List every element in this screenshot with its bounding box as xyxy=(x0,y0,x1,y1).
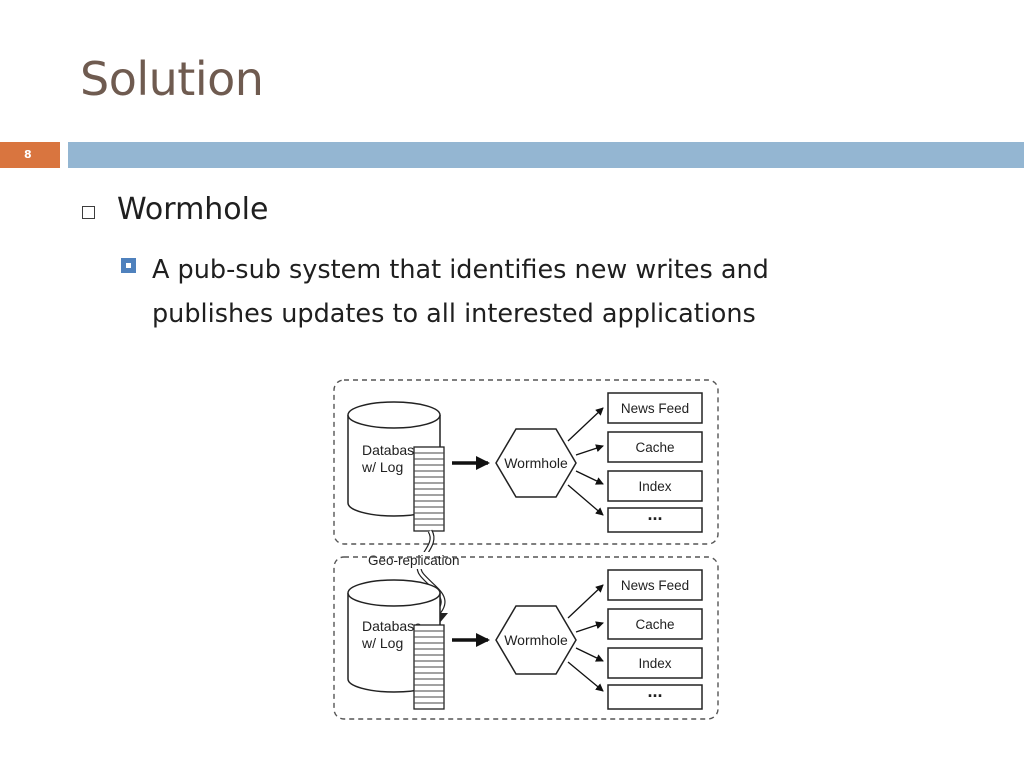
bottom-output-newsfeed-label: News Feed xyxy=(621,578,689,593)
wormhole-architecture-diagram: Database w/ Log Wormhole xyxy=(333,379,719,720)
bottom-database-label-line2: w/ Log xyxy=(361,635,403,651)
bottom-output-cache: Cache xyxy=(607,608,703,640)
top-region-border xyxy=(333,379,719,545)
top-arrow-newsfeed xyxy=(567,407,604,442)
top-database-label-line2: w/ Log xyxy=(361,459,403,475)
bottom-arrow-more xyxy=(567,661,604,692)
bottom-output-more-label: ... xyxy=(647,681,662,701)
top-database-label-line1: Database xyxy=(362,442,422,458)
top-output-index: Index xyxy=(607,470,703,502)
bullet-description: A pub-sub system that identifies new wri… xyxy=(152,248,912,336)
bottom-log-stack xyxy=(413,624,445,710)
bottom-output-index-label: Index xyxy=(638,656,671,671)
bottom-wormhole-hexagon: Wormhole xyxy=(495,605,577,675)
bottom-region: Database w/ Log Wormhole xyxy=(333,556,719,720)
bullet-description-line1: A pub-sub system that identifies new wri… xyxy=(152,255,769,285)
top-output-cache: Cache xyxy=(607,431,703,463)
top-output-newsfeed: News Feed xyxy=(607,392,703,424)
top-arrow-cache xyxy=(575,444,604,456)
bottom-output-cache-label: Cache xyxy=(635,617,674,632)
top-database-cylinder: Database w/ Log xyxy=(347,401,441,517)
bullet-wormhole: Wormhole xyxy=(117,192,269,227)
bottom-output-index: Index xyxy=(607,647,703,679)
top-arrow-more xyxy=(567,484,604,516)
bullet-description-line2: publishes updates to all interested appl… xyxy=(152,299,756,329)
bottom-region-border xyxy=(333,556,719,720)
top-output-newsfeed-label: News Feed xyxy=(621,401,689,416)
bottom-database-label-line1: Database xyxy=(362,618,422,634)
bottom-arrow-cache xyxy=(575,621,604,633)
square-bullet-icon xyxy=(121,258,136,273)
top-wormhole-label: Wormhole xyxy=(504,455,568,471)
geo-replication-label: Geo-replication xyxy=(368,553,460,568)
bottom-wormhole-label: Wormhole xyxy=(504,632,568,648)
top-output-more: ... xyxy=(607,504,703,533)
top-wormhole-hexagon: Wormhole xyxy=(495,428,577,498)
hollow-square-bullet-icon xyxy=(82,206,95,219)
top-log-stack xyxy=(413,446,445,532)
bottom-output-newsfeed: News Feed xyxy=(607,569,703,601)
bottom-arrow-newsfeed xyxy=(567,584,604,619)
top-output-index-label: Index xyxy=(638,479,671,494)
slide-number: 8 xyxy=(0,142,60,168)
slide-title: Solution xyxy=(80,52,264,106)
top-region: Database w/ Log Wormhole xyxy=(333,379,719,545)
top-output-more-label: ... xyxy=(647,504,662,524)
bottom-arrow-index xyxy=(575,647,604,662)
bottom-output-more: ... xyxy=(607,681,703,710)
top-arrow-index xyxy=(575,470,604,485)
top-output-cache-label: Cache xyxy=(635,440,674,455)
header-bar xyxy=(68,142,1024,168)
